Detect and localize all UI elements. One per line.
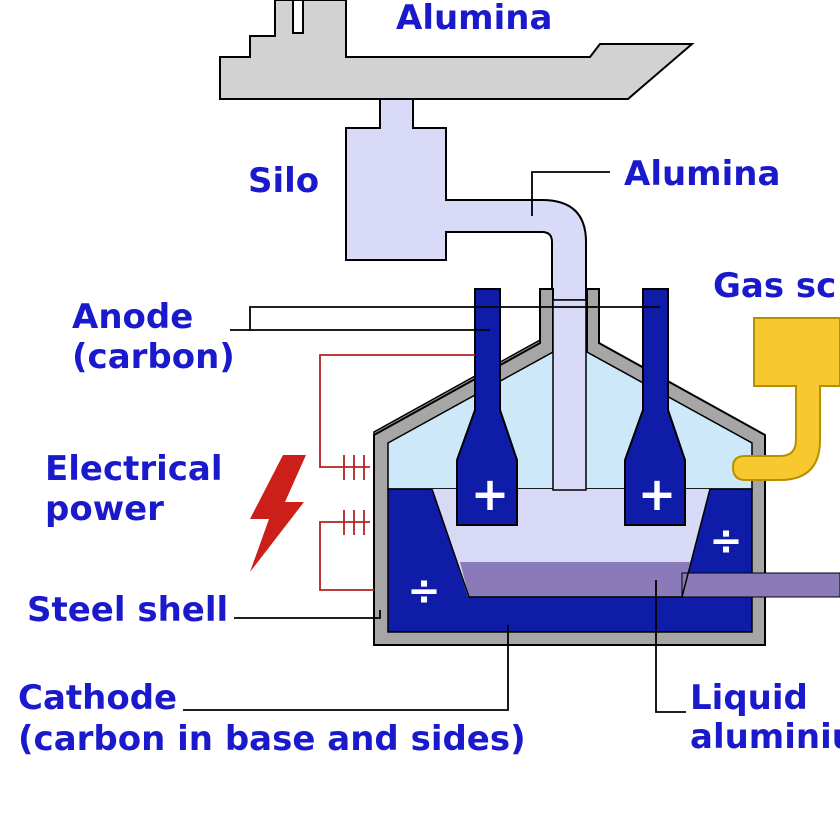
- power-wire-terminals: [340, 455, 370, 535]
- anode-left-plus: +: [471, 467, 510, 521]
- power-wire-cathode: [319, 521, 374, 591]
- label-electrical: Electrical: [45, 449, 223, 489]
- label-liquid: Liquid: [690, 678, 808, 718]
- liquid-leader: [655, 580, 686, 713]
- lightning-bolt-icon: [250, 455, 306, 572]
- label-alumina-feed: Alumina: [624, 154, 780, 194]
- label-steel-shell: Steel shell: [27, 590, 228, 630]
- label-gas-scrubber: Gas sc: [713, 266, 836, 306]
- bath-outline: [431, 488, 711, 598]
- alumina-feed-leader: [531, 171, 610, 216]
- label-anode-carbon: (carbon): [72, 337, 235, 377]
- anode-left: [456, 288, 518, 526]
- anode-leader: [230, 306, 660, 331]
- label-power: power: [45, 489, 164, 529]
- label-cathode: Cathode: [18, 678, 177, 718]
- cathode-left-minus: ÷: [407, 568, 441, 614]
- steel-shell-leader: [234, 610, 381, 619]
- power-wire-anode: [319, 354, 475, 468]
- gas-scrubber-duct: [731, 317, 840, 481]
- label-aluminium: aluminiu: [690, 717, 840, 757]
- label-anode: Anode: [72, 297, 193, 337]
- feed-pipe-lower: [552, 299, 587, 491]
- leader-lines: [183, 171, 686, 713]
- anode-right-plus: +: [638, 467, 677, 521]
- label-alumina-top: Alumina: [396, 0, 552, 38]
- cathode-leader: [183, 625, 509, 711]
- anode-right: [624, 288, 686, 526]
- alumina-hopper-frame: [219, 0, 695, 100]
- cathode-right-minus: ÷: [709, 518, 743, 564]
- liquid-aluminium-layer: [460, 562, 690, 597]
- hopper-slot: [292, 0, 304, 34]
- tap-pipe: [681, 572, 840, 598]
- label-cathode-detail: (carbon in base and sides): [18, 719, 526, 759]
- label-silo: Silo: [248, 161, 319, 201]
